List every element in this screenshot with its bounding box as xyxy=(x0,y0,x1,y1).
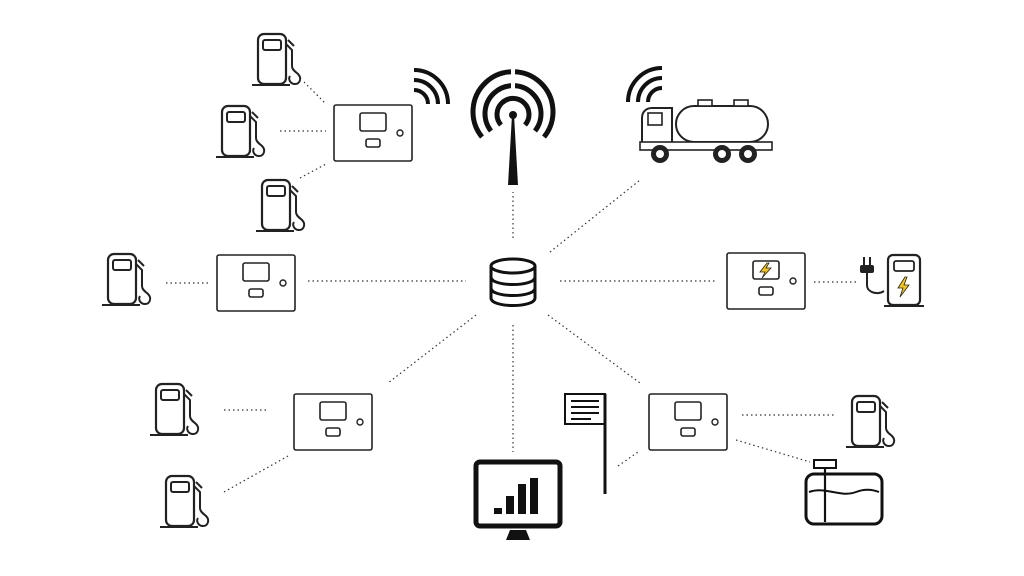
fuel-pump-icon xyxy=(148,382,200,437)
controller-unit-icon xyxy=(216,254,296,312)
fuel-pump-icon xyxy=(214,104,266,159)
fuel-pump-icon xyxy=(100,252,152,307)
fuel-pump-icon xyxy=(254,178,306,233)
checklist-flag-icon xyxy=(564,393,607,494)
storage-tank-icon xyxy=(804,459,884,526)
controller-unit-icon xyxy=(293,393,373,451)
fuel-pump-icon xyxy=(844,394,896,449)
ev-charger-icon xyxy=(860,253,924,307)
ev-controller-icon xyxy=(726,252,806,310)
wireless-signal-icon xyxy=(626,66,664,104)
fuel-pump-icon xyxy=(250,32,302,87)
controller-unit-icon xyxy=(648,393,728,451)
wireless-signal-icon xyxy=(412,68,450,106)
database-icon xyxy=(489,257,537,307)
controller-unit-icon xyxy=(333,104,413,162)
connection-lines xyxy=(166,81,858,493)
analytics-monitor-icon xyxy=(473,459,563,540)
radio-antenna-icon xyxy=(470,67,556,185)
fuel-pump-icon xyxy=(158,474,210,529)
fuel-tanker-truck-icon xyxy=(639,99,773,163)
